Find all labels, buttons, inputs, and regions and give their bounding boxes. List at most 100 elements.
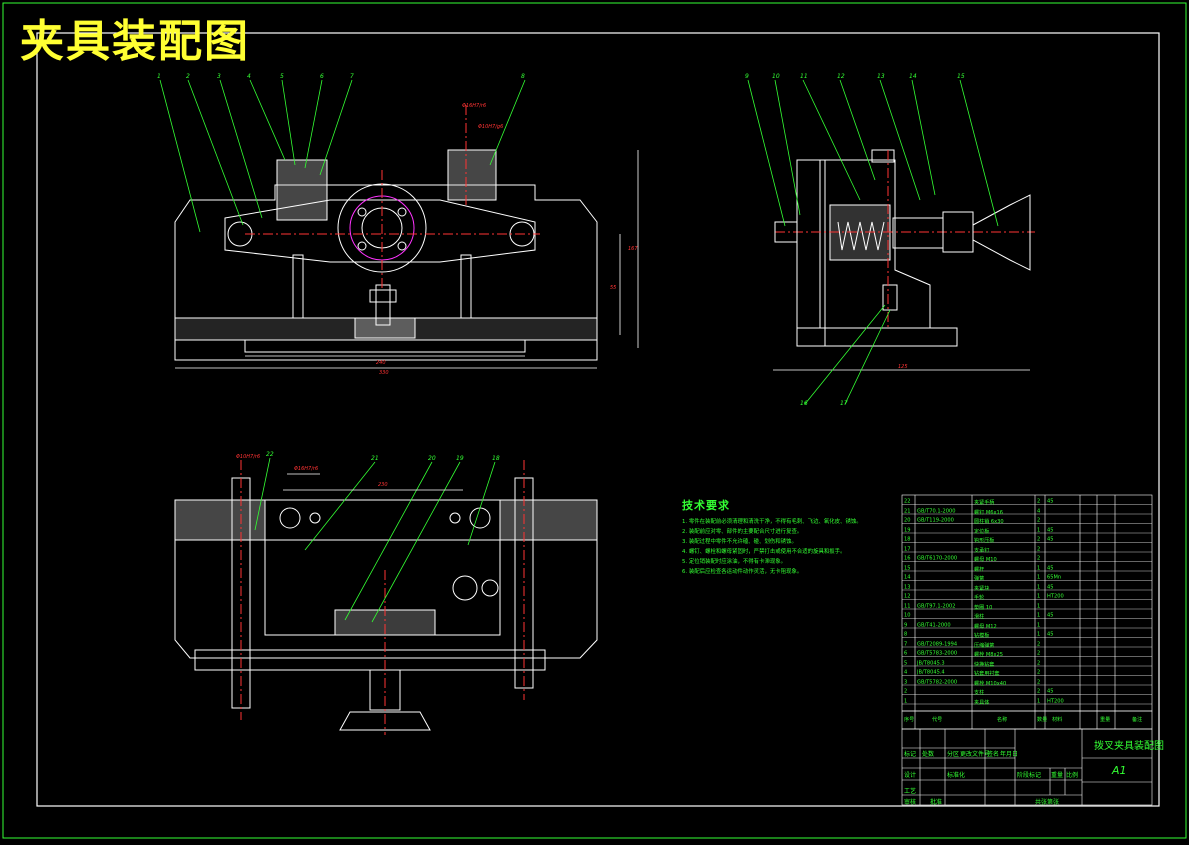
bom-row: 13 夹紧块 1 45 xyxy=(902,583,1152,592)
requirement-item: 3. 装配过程中零件不允许磕、碰、划伤和锈蚀。 xyxy=(682,538,797,545)
bom-cell: 螺母 M12 xyxy=(974,623,997,630)
bom-cell: HT200 xyxy=(1047,593,1064,599)
part-balloon: 9 xyxy=(745,73,749,80)
bom-cell: 1 xyxy=(1037,697,1041,704)
part-balloon: 1 xyxy=(157,73,161,80)
bom-cell: 6 xyxy=(904,650,908,656)
bom-cell: 滑柱 xyxy=(974,613,985,620)
bom-cell: 2 xyxy=(1037,659,1041,666)
dimension-label: 330 xyxy=(379,370,389,376)
title-block-label: 签名 xyxy=(987,751,1000,758)
bom-header-cell: 序号 xyxy=(904,716,915,723)
bom-cell: 钩形压板 xyxy=(974,537,995,544)
bom-cell: 13 xyxy=(904,583,911,590)
technical-requirements: 技术要求 1. 零件在装配前必须清理和清洗干净，不得有毛刺、飞边、氧化皮、锈蚀。… xyxy=(682,500,981,578)
bom-cell: GB/T97.1-2002 xyxy=(917,602,956,609)
bom-cell: 快换钻套 xyxy=(974,661,995,668)
bom-cell: 1 xyxy=(1037,583,1041,590)
bom-cell: 钻模板 xyxy=(974,632,990,639)
dimension-label: 240 xyxy=(376,360,386,366)
bom-cell: 45 xyxy=(1047,583,1054,590)
bom-header-cell: 数量 xyxy=(1037,716,1048,723)
title-block-label: 重量 xyxy=(1051,772,1064,779)
page-title: 夹具装配图 xyxy=(20,16,250,67)
bom-cell: 2 xyxy=(1037,650,1041,656)
part-balloon: 3 xyxy=(217,73,221,80)
bom-cell: 1 xyxy=(1037,621,1041,628)
part-balloon: 15 xyxy=(957,73,965,80)
bom-cell: GB/T5783-2000 xyxy=(917,650,958,656)
part-balloon: 2 xyxy=(186,73,190,80)
title-block-label: 设计 xyxy=(904,772,917,779)
front-view-leaders xyxy=(159,79,526,233)
bom-cell: 4 xyxy=(904,669,908,675)
dimension-label: 55 xyxy=(610,285,617,291)
bom-cell: 45 xyxy=(1047,688,1054,694)
bom-cell: 7 xyxy=(904,640,908,647)
title-block-label: 比例 xyxy=(1066,772,1079,779)
bom-cell: 65Mn xyxy=(1047,574,1062,580)
title-block-label: 处数 xyxy=(922,751,935,758)
bom-cell: 螺栓 M10x40 xyxy=(974,680,1007,687)
bom-cell: 2 xyxy=(1037,498,1041,504)
bom-cell: 支承钉 xyxy=(974,547,990,554)
requirement-item: 4. 螺钉、螺栓和螺母紧固时，严禁打击或使用不合适的旋具和扳手。 xyxy=(682,548,846,555)
bom-cell: 螺杆 xyxy=(974,566,985,573)
requirement-item: 1. 零件在装配前必须清理和清洗干净，不得有毛刺、飞边、氧化皮、锈蚀。 xyxy=(682,518,862,525)
front-view xyxy=(174,105,598,361)
bom-cell: 9 xyxy=(904,621,908,628)
bom-cell: 2 xyxy=(1037,536,1041,542)
bom-cell: 1 xyxy=(1037,593,1041,599)
bom-cell: 2 xyxy=(1037,555,1041,561)
bom-cell: HT200 xyxy=(1047,697,1064,704)
side-view-leaders xyxy=(747,79,999,405)
bom-cell: 2 xyxy=(1037,678,1041,685)
bom-cell: 45 xyxy=(1047,498,1054,504)
bom-row: 15 螺杆 1 45 xyxy=(902,564,1152,573)
part-balloon: 10 xyxy=(772,73,780,80)
bom-cell: 螺钉 M6x16 xyxy=(974,509,1003,516)
part-balloon: 14 xyxy=(909,73,917,80)
title-block-label: 共张第张 xyxy=(1035,799,1060,806)
bom-header: 序号代号名称数量材料重量备注 xyxy=(902,714,1152,723)
bom-cell: JB/T8045.4 xyxy=(917,669,945,675)
bom-header-cell: 重量 xyxy=(1100,716,1111,723)
bom-cell: 45 xyxy=(1047,564,1054,571)
bom-cell: 1 xyxy=(1037,564,1041,571)
part-balloon: 22 xyxy=(266,451,274,458)
bom-cell: 夹紧块 xyxy=(974,585,990,592)
part-balloon: 17 xyxy=(840,400,848,407)
bom-cell: 21 xyxy=(904,507,911,514)
dimension-label: Φ16H7/r6 xyxy=(294,466,319,472)
bom-cell: 22 xyxy=(904,498,911,504)
bom-cell: 18 xyxy=(904,536,911,542)
requirement-item: 5. 定位销装配时应涂油，不得有卡滞现象。 xyxy=(682,558,787,565)
bom-cell: 15 xyxy=(904,564,911,571)
bom-cell: 1 xyxy=(904,697,908,704)
top-view-dimensions xyxy=(283,473,463,491)
part-balloon: 18 xyxy=(492,455,500,462)
bom-cell: 夹紧手柄 xyxy=(974,499,995,506)
title-block-label: 标准化 xyxy=(947,772,966,779)
title-block-label: 分区 xyxy=(947,751,960,758)
bom-cell: 1 xyxy=(1037,526,1041,533)
bom-cell: 螺母 M10 xyxy=(974,556,997,563)
bom-cell: GB/T119-2000 xyxy=(917,517,954,523)
bom-cell: 14 xyxy=(904,574,911,580)
title-block-label: 阶段标记 xyxy=(1017,772,1042,779)
bom-cell: 2 xyxy=(1037,640,1041,647)
bom-cell: 支柱 xyxy=(974,689,985,696)
bom-cell: 3 xyxy=(904,678,908,685)
sheet-size: A1 xyxy=(1112,764,1127,777)
bom-cell: 2 xyxy=(1037,517,1041,523)
bom-header-cell: 名称 xyxy=(997,716,1008,723)
